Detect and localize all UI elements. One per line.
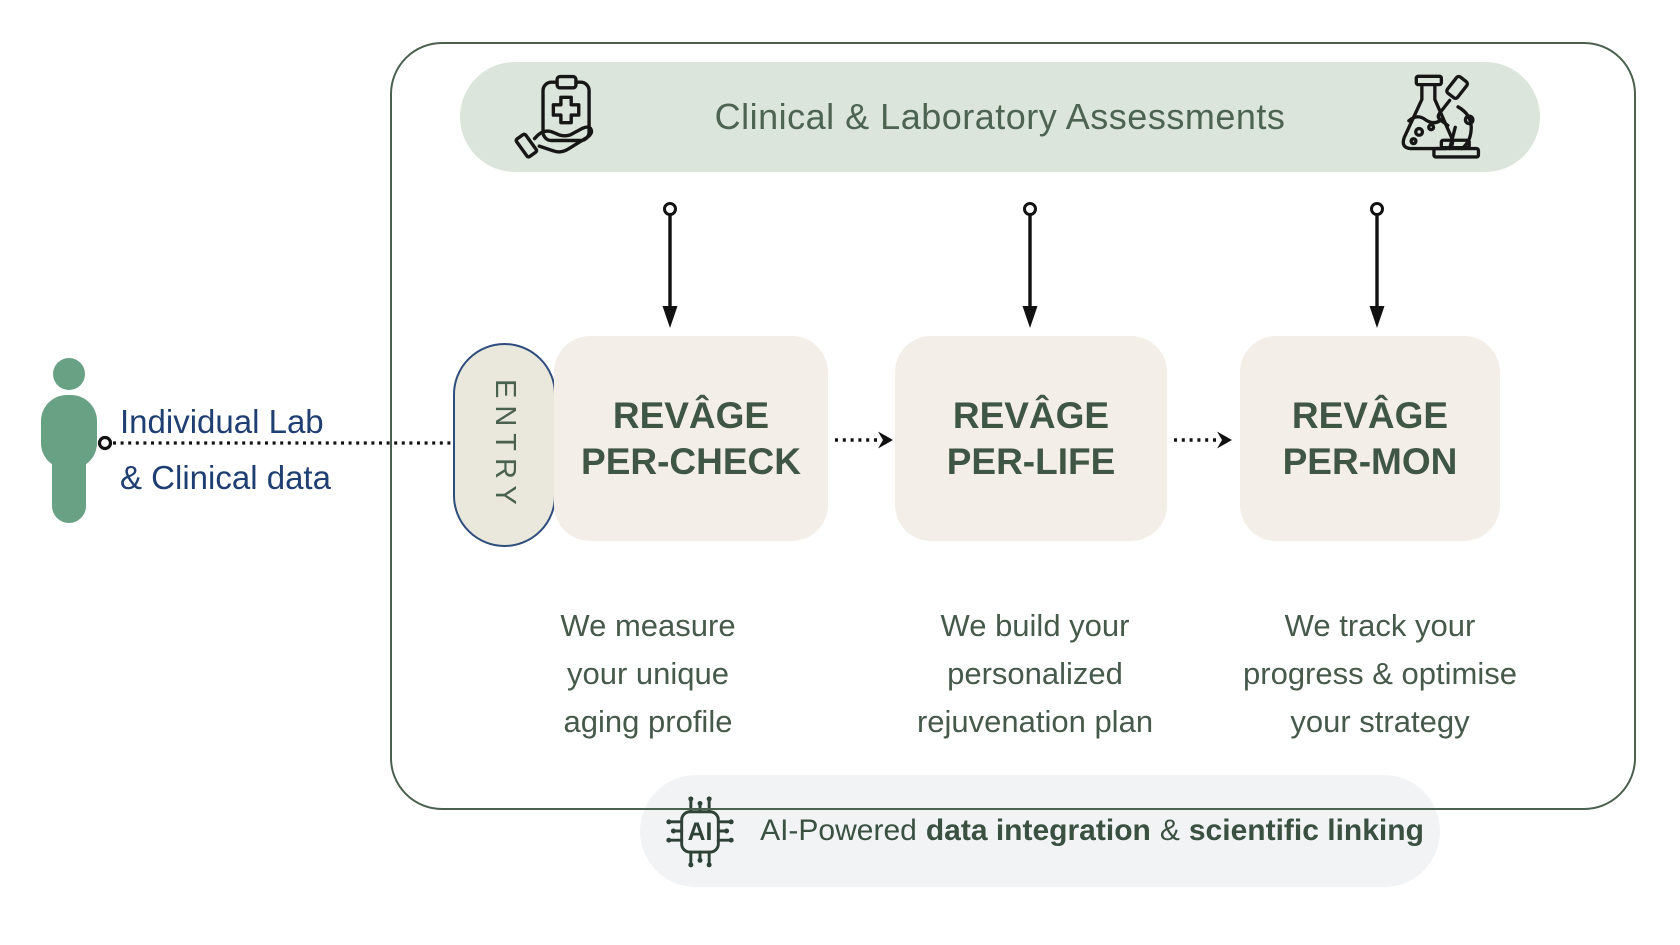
stage-description-per-mon: We track your progress & optimise your s… xyxy=(1160,602,1600,746)
assessments-title: Clinical & Laboratory Assessments xyxy=(714,96,1286,137)
description-line: We track your xyxy=(1284,608,1476,643)
stage-title-line: REVÂGE xyxy=(1291,394,1449,436)
ai-chip-icon: AI xyxy=(656,787,744,875)
footer-text-amp: & xyxy=(1159,814,1180,847)
ai-footer-text: AI-Powered data integration & scientific… xyxy=(760,814,1424,848)
description-line: aging profile xyxy=(563,704,733,739)
description-line: We build your xyxy=(940,608,1130,643)
down-arrow-per-mon xyxy=(1365,200,1389,330)
entry-pill: ENTRY xyxy=(453,343,556,547)
input-source-label: Individual Lab & Clinical data xyxy=(120,394,331,506)
stage-card-per-life: REVÂGE PER-LIFE xyxy=(895,336,1167,541)
assessments-banner: Clinical & Laboratory Assessments xyxy=(460,62,1540,172)
description-line: rejuvenation plan xyxy=(916,704,1154,739)
flow-arrow-check-to-life xyxy=(833,428,895,452)
footer-text-regular: AI-Powered xyxy=(760,814,917,847)
footer-text-bold-1: data integration xyxy=(925,814,1151,847)
flow-frame xyxy=(390,42,1636,810)
stage-description-per-life: We build your personalized rejuvenation … xyxy=(835,602,1235,746)
clipboard-hand-icon xyxy=(512,70,606,169)
stage-title-line: REVÂGE xyxy=(952,394,1110,436)
flow-arrow-life-to-mon xyxy=(1172,428,1234,452)
stage-title-line: PER-CHECK xyxy=(581,440,801,482)
down-arrow-per-life xyxy=(1018,200,1042,330)
description-line: your unique xyxy=(566,656,729,691)
stage-description-per-check: We measure your unique aging profile xyxy=(448,602,848,746)
ai-chip-label: AI xyxy=(688,819,713,846)
stage-title-line: PER-LIFE xyxy=(946,440,1116,482)
entry-label: ENTRY xyxy=(489,378,521,512)
stage-title-line: PER-MON xyxy=(1282,440,1458,482)
stage-card-per-mon: REVÂGE PER-MON xyxy=(1240,336,1500,541)
flask-microscope-icon xyxy=(1382,71,1484,170)
entry-dotted-connector xyxy=(96,433,456,453)
description-line: your strategy xyxy=(1290,704,1470,739)
description-line: progress & optimise xyxy=(1243,656,1517,691)
footer-text-bold-2: scientific linking xyxy=(1188,814,1424,847)
down-arrow-per-check xyxy=(658,200,682,330)
person-icon xyxy=(40,358,98,528)
description-line: We measure xyxy=(560,608,736,643)
stage-card-per-check: REVÂGE PER-CHECK xyxy=(554,336,828,541)
input-source-line-1: Individual Lab xyxy=(120,403,324,440)
ai-footer-pill: AI AI-Powered data integration & scienti… xyxy=(640,775,1440,887)
stage-title-line: REVÂGE xyxy=(612,394,770,436)
description-line: personalized xyxy=(947,656,1123,691)
input-source-line-2: & Clinical data xyxy=(120,459,331,496)
